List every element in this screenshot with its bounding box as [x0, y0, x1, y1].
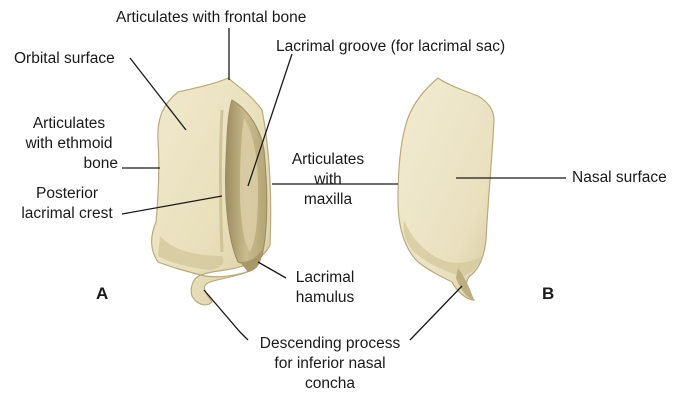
bone-b-medial-view — [398, 78, 494, 300]
leader-descending-a — [204, 290, 248, 340]
leader-hamulus — [258, 262, 286, 278]
label-descending-process: Descending process for inferior nasal co… — [240, 334, 420, 394]
bone-a-crest-ridge — [221, 110, 223, 252]
panel-label-a: A — [96, 284, 108, 304]
label-lacrimal-groove: Lacrimal groove (for lacrimal sac) — [276, 37, 505, 57]
label-descending-line-1: Descending process — [240, 334, 420, 354]
label-posterior-lacrimal-crest: Posterior lacrimal crest — [10, 184, 124, 224]
label-ethmoid-line-1: Articulates — [18, 114, 120, 134]
label-hamulus-line-2: hamulus — [284, 288, 366, 308]
label-maxilla-line-3: maxilla — [280, 190, 376, 210]
bone-a-lateral-view — [152, 78, 271, 305]
label-maxilla-line-1: Articulates — [280, 150, 376, 170]
label-descending-line-2: for inferior nasal — [240, 354, 420, 374]
label-lacrimal-hamulus: Lacrimal hamulus — [284, 268, 366, 308]
label-ethmoid-line-2: with ethmoid — [18, 134, 120, 154]
label-maxilla-line-2: with — [280, 170, 376, 190]
label-orbital-surface: Orbital surface — [14, 49, 115, 69]
label-nasal-surface: Nasal surface — [572, 168, 667, 188]
label-articulates-maxilla: Articulates with maxilla — [280, 150, 376, 210]
leader-descending-b — [410, 286, 462, 340]
label-crest-line-1: Posterior — [10, 184, 124, 204]
label-ethmoid-line-3: bone — [18, 154, 120, 174]
panel-label-b: B — [542, 284, 554, 304]
label-articulates-frontal: Articulates with frontal bone — [116, 8, 306, 28]
label-articulates-ethmoid: Articulates with ethmoid bone — [18, 114, 120, 174]
label-crest-line-2: lacrimal crest — [10, 204, 124, 224]
label-descending-line-3: concha — [240, 374, 420, 394]
label-hamulus-line-1: Lacrimal — [284, 268, 366, 288]
